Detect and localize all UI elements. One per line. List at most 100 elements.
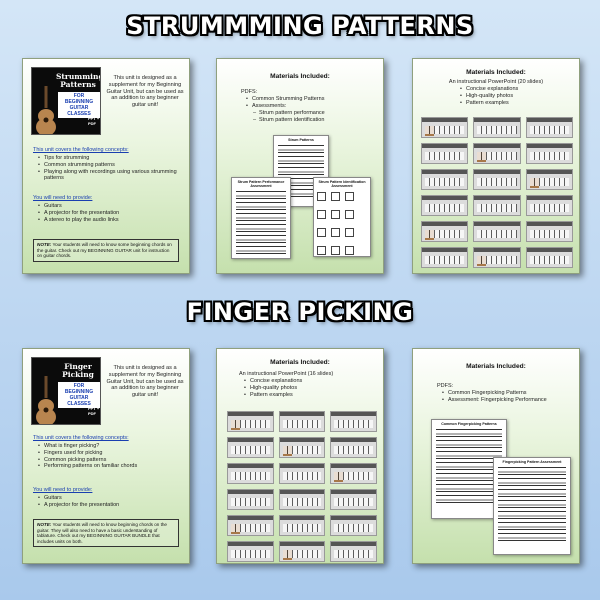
provide-heading: You will need to provide: (33, 487, 93, 493)
slide-thumbnail (227, 463, 274, 484)
slide-thumbnail (525, 169, 573, 190)
slide-thumbnail (421, 169, 469, 190)
list-item: A stereo to play the audio links (37, 217, 177, 224)
cover-title: Strumming Patterns (56, 72, 101, 89)
note-lead: NOTE: (37, 242, 52, 247)
slide-thumbnail (227, 411, 274, 432)
finger-picking-section-title: FINGER PICKING (186, 298, 414, 326)
slide-thumbnail (278, 489, 326, 510)
slide-thumbnail-grid (227, 411, 377, 562)
strumming-powerpoint-card: Materials Included: An instructional Pow… (412, 58, 580, 274)
unit-intro: This unit is designed as a supplement fo… (106, 75, 184, 109)
slide-thumbnail (278, 437, 326, 458)
materials-title: Materials Included: (270, 359, 330, 366)
concepts-heading: This unit covers the following concepts: (33, 435, 129, 441)
slide-thumbnail (421, 143, 469, 164)
slide-thumbnail (525, 143, 573, 164)
materials-title: Materials Included: (270, 73, 330, 80)
slide-thumbnail (525, 247, 573, 268)
ppt-pdf-badge: PPT + PDF (88, 116, 100, 126)
pdfs-list: Common Strumming Patterns Assessments: (245, 96, 375, 110)
list-item: Pattern examples (243, 392, 353, 399)
list-item: High-quality photos (459, 93, 569, 100)
slide-thumbnail (525, 117, 573, 138)
slide-thumbnail (227, 437, 274, 458)
slide-thumbnail (278, 515, 326, 536)
powerpoint-description: An instructional PowerPoint (16 slides) (239, 371, 334, 377)
list-item: Performing patterns on familiar chords (37, 463, 177, 470)
guitar-icon (36, 376, 56, 424)
powerpoint-description: An instructional PowerPoint (20 slides) (448, 79, 544, 85)
assessments-sublist: Strum pattern performance Strum pattern … (245, 110, 375, 124)
note-text: Your students will need to know beginnin… (37, 522, 167, 544)
provide-list: Guitars A projector for the presentation (37, 495, 177, 509)
ppt-pdf-badge: PPT + PDF (88, 406, 100, 416)
slide-thumbnail-grid (421, 117, 573, 274)
fingerpicking-patterns-sheet: Common Fingerpicking Patterns (431, 419, 507, 519)
slide-thumbnail (278, 411, 326, 432)
slide-thumbnail (421, 221, 469, 242)
list-item: Tips for strumming (37, 155, 177, 162)
finger-picking-cover-card: Finger Picking FOR BEGINNING GUITAR CLAS… (22, 348, 190, 564)
slide-thumbnail (421, 117, 469, 138)
slide-thumbnail (330, 437, 377, 458)
list-item: Pattern examples (459, 100, 569, 107)
note-box: NOTE: Your students will need to know so… (33, 239, 179, 262)
sheet-title: Common Fingerpicking Patterns (441, 422, 497, 426)
list-item: Playing along with recordings using vari… (37, 169, 177, 183)
strumming-pdfs-card: Materials Included: PDFS: Common Strummi… (216, 58, 384, 274)
slide-thumbnail (330, 411, 377, 432)
list-item: High-quality photos (243, 385, 353, 392)
slide-thumbnail (525, 221, 573, 242)
materials-title: Materials Included: (466, 363, 526, 370)
slide-thumbnail (473, 143, 521, 164)
unit-intro: This unit is designed as a supplement fo… (106, 365, 184, 399)
slide-thumbnail (473, 247, 521, 268)
slide-thumbnail (473, 169, 521, 190)
list-item: Assessment: Fingerpicking Performance (441, 397, 576, 404)
finger-picking-cover-image: Finger Picking FOR BEGINNING GUITAR CLAS… (31, 357, 101, 425)
list-item: What is finger picking? (37, 443, 177, 450)
list-item: Guitars (37, 495, 177, 502)
strumming-section-title: STRUMMMING PATTERNS (126, 12, 474, 40)
list-item: Common Fingerpicking Patterns (441, 390, 576, 397)
guitar-icon (36, 86, 56, 134)
list-item: Assessments: (245, 103, 375, 110)
sheet-title: Strum Patterns (288, 138, 314, 142)
note-text: Your students will need to know some beg… (37, 242, 172, 259)
list-item: Common strumming patterns (37, 162, 177, 169)
note-lead: NOTE: (37, 522, 52, 527)
slide-thumbnail (227, 489, 274, 510)
pdfs-label: PDFS: (241, 89, 258, 95)
features-list: Concise explanations High-quality photos… (243, 378, 353, 398)
slide-thumbnail (526, 273, 573, 274)
sheet-title: Strum Pattern Identification Assessment (318, 180, 366, 188)
slide-thumbnail (278, 463, 326, 484)
list-item: Concise explanations (459, 86, 569, 93)
strumming-cover-card: Strumming Patterns FOR BEGINNING GUITAR … (22, 58, 190, 274)
cover-subtitle: FOR BEGINNING GUITAR CLASSES (58, 92, 100, 118)
fingerpicking-assessment-sheet: Fingerpicking Pattern Assessment (493, 457, 571, 555)
slide-thumbnail (525, 195, 573, 216)
concepts-list: What is finger picking? Fingers used for… (37, 443, 177, 470)
list-item: Fingers used for picking (37, 450, 177, 457)
slide-thumbnail (421, 247, 469, 268)
list-item: Concise explanations (243, 378, 353, 385)
sheet-title: Fingerpicking Pattern Assessment (502, 460, 562, 464)
concepts-list: Tips for strumming Common strumming patt… (37, 155, 177, 182)
slide-thumbnail (330, 489, 377, 510)
finger-picking-powerpoint-card: Materials Included: An instructional Pow… (216, 348, 384, 564)
slide-thumbnail (330, 463, 377, 484)
features-list: Concise explanations High-quality photos… (459, 86, 569, 106)
slide-thumbnail (227, 541, 274, 562)
performance-assessment-sheet: Strum Pattern Performance Assessment (231, 177, 291, 259)
provide-list: Guitars A projector for the presentation… (37, 203, 177, 223)
list-item: Guitars (37, 203, 177, 210)
slide-thumbnail (227, 515, 274, 536)
slide-thumbnail (330, 541, 377, 562)
list-item: Strum pattern identification (245, 117, 375, 124)
list-item: A projector for the presentation (37, 502, 177, 509)
sheet-title: Strum Pattern Performance Assessment (237, 180, 285, 188)
provide-heading: You will need to provide: (33, 195, 93, 201)
materials-title: Materials Included: (466, 69, 526, 76)
